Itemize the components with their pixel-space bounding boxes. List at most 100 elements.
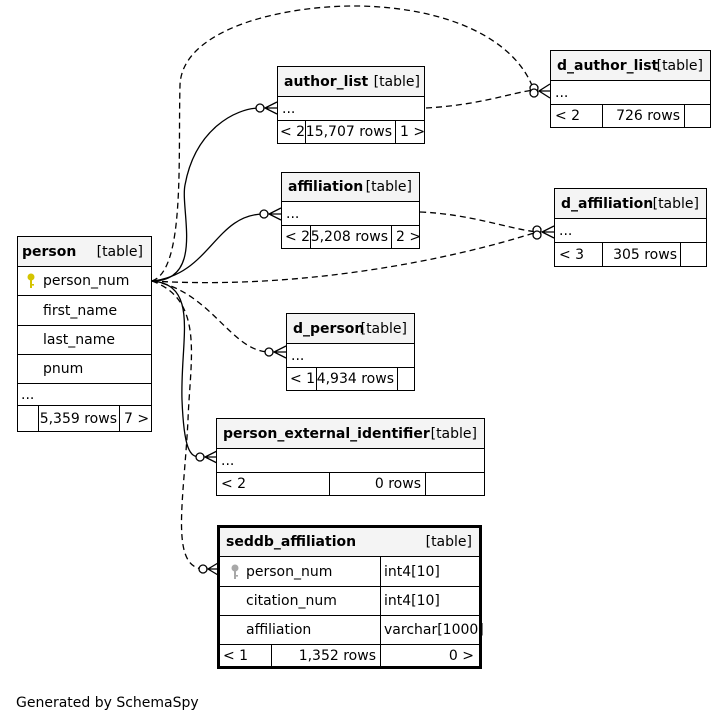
parents-count[interactable]: < 1 [290, 371, 316, 387]
table-header: author_list [table] [278, 67, 424, 96]
parents-count[interactable]: < 2 [221, 476, 247, 492]
table-header: seddb_affiliation [table] [220, 528, 479, 556]
more-columns-row: ... [282, 201, 419, 225]
table-footer: < 2 726 rows [551, 104, 710, 127]
table-d-person[interactable]: d_person [table] ... < 1 4,934 rows [286, 313, 415, 391]
table-header: person_external_identifier [table] [217, 419, 484, 448]
table-name: d_author_list [557, 57, 659, 74]
generated-by-label: Generated by SchemaSpy [16, 695, 199, 711]
table-footer: < 2 5,208 rows 2 > [282, 225, 421, 248]
rel-author-list-d-author-list [425, 89, 535, 109]
more-columns-row: ... [551, 80, 710, 104]
children-count[interactable]: 2 > [391, 226, 421, 248]
optional-marker [264, 347, 274, 357]
column-type: int4[10] [380, 587, 479, 615]
rel-person-d-author-list [151, 5, 534, 282]
rel-person-author-list [151, 107, 261, 282]
more-columns-row: ... [18, 383, 151, 405]
table-type: [table] [656, 57, 703, 74]
children-count [397, 368, 414, 390]
optional-marker [532, 230, 542, 240]
children-count [425, 473, 484, 495]
table-d-affiliation[interactable]: d_affiliation [table] ... < 3 305 rows [554, 188, 707, 267]
column-row: person_num [18, 266, 151, 295]
table-footer: < 3 305 rows [555, 242, 706, 266]
table-name: d_person [293, 320, 365, 337]
table-name: author_list [284, 73, 369, 90]
table-type: [table] [96, 243, 143, 260]
table-header: d_person [table] [287, 314, 414, 343]
column-type: int4[10] [380, 557, 479, 586]
parents-count[interactable]: < 2 [280, 124, 306, 140]
row-count: 5,208 rows [310, 226, 391, 248]
table-header: d_author_list [table] [551, 51, 710, 80]
column-row: first_name [18, 295, 151, 325]
row-count: 1,352 rows [271, 645, 380, 666]
table-person-external-identifier[interactable]: person_external_identifier [table] ... <… [216, 418, 485, 496]
table-footer: < 2 15,707 rows 1 > [278, 120, 425, 143]
column-row: pnum [18, 354, 151, 383]
optional-marker [259, 209, 269, 219]
optional-marker [529, 88, 539, 98]
column-name: pnum [43, 361, 84, 377]
table-type: [table] [360, 320, 407, 337]
column-type: varchar[1000] [380, 616, 484, 644]
primary-key-icon [26, 267, 36, 295]
column-name: person_num [43, 273, 130, 289]
table-footer: 5,359 rows 7 > [18, 405, 151, 431]
more-columns: ... [555, 84, 569, 101]
table-person[interactable]: person [table] person_num first_name las… [17, 236, 152, 432]
table-name: person_external_identifier [223, 425, 430, 442]
children-count [680, 243, 706, 266]
table-affiliation[interactable]: affiliation [table] ... < 2 5,208 rows 2… [281, 172, 421, 249]
optional-marker [198, 564, 208, 574]
column-name: citation_num [246, 593, 337, 609]
table-name: seddb_affiliation [226, 534, 357, 550]
table-footer: < 2 0 rows [217, 472, 484, 495]
table-type: [table] [365, 179, 412, 195]
column-name: last_name [43, 332, 115, 348]
foreign-key-icon [230, 557, 240, 586]
more-columns-row: ... [217, 448, 484, 472]
optional-marker [255, 103, 265, 113]
table-name: d_affiliation [561, 195, 654, 212]
column-row: last_name [18, 325, 151, 354]
children-count[interactable]: 1 > [395, 121, 425, 143]
more-columns: ... [291, 347, 305, 364]
rel-affiliation-d-affiliation [419, 211, 538, 233]
parents-count [20, 406, 38, 431]
table-footer: < 1 4,934 rows [287, 367, 414, 390]
children-count[interactable]: 7 > [119, 406, 151, 431]
rel-person-seddb-affiliation [151, 280, 203, 570]
rel-person-external-identifier [151, 280, 201, 458]
parents-count[interactable]: < 2 [555, 108, 581, 124]
more-columns: ... [282, 100, 296, 117]
row-count: 305 rows [602, 243, 680, 266]
table-header: affiliation [table] [282, 173, 419, 201]
rel-person-d-affiliation [151, 231, 538, 284]
parents-count[interactable]: < 3 [559, 246, 585, 263]
more-columns: ... [21, 386, 35, 403]
row-count: 5,359 rows [38, 406, 119, 431]
more-columns: ... [286, 205, 300, 222]
parents-count[interactable]: < 1 [223, 647, 249, 664]
column-row: person_num int4[10] [220, 556, 479, 586]
column-name: first_name [43, 302, 118, 319]
table-seddb-affiliation[interactable]: seddb_affiliation [table] person_num int… [217, 525, 484, 669]
children-count[interactable]: 0 > [380, 645, 479, 666]
children-count [684, 105, 710, 127]
table-type: [table] [425, 534, 472, 550]
table-header: d_affiliation [table] [555, 189, 706, 218]
column-row: citation_num int4[10] [220, 586, 479, 615]
table-type: [table] [373, 73, 420, 90]
more-columns-row: ... [287, 343, 414, 367]
more-columns: ... [559, 222, 573, 239]
parents-count[interactable]: < 2 [285, 229, 311, 245]
table-name: affiliation [288, 179, 364, 195]
table-author-list[interactable]: author_list [table] ... < 2 15,707 rows … [277, 66, 425, 144]
row-count: 0 rows [329, 473, 425, 495]
table-d-author-list[interactable]: d_author_list [table] ... < 2 726 rows [550, 50, 711, 128]
row-count: 15,707 rows [305, 121, 395, 143]
rel-person-affiliation [151, 213, 265, 282]
more-columns: ... [221, 452, 235, 469]
